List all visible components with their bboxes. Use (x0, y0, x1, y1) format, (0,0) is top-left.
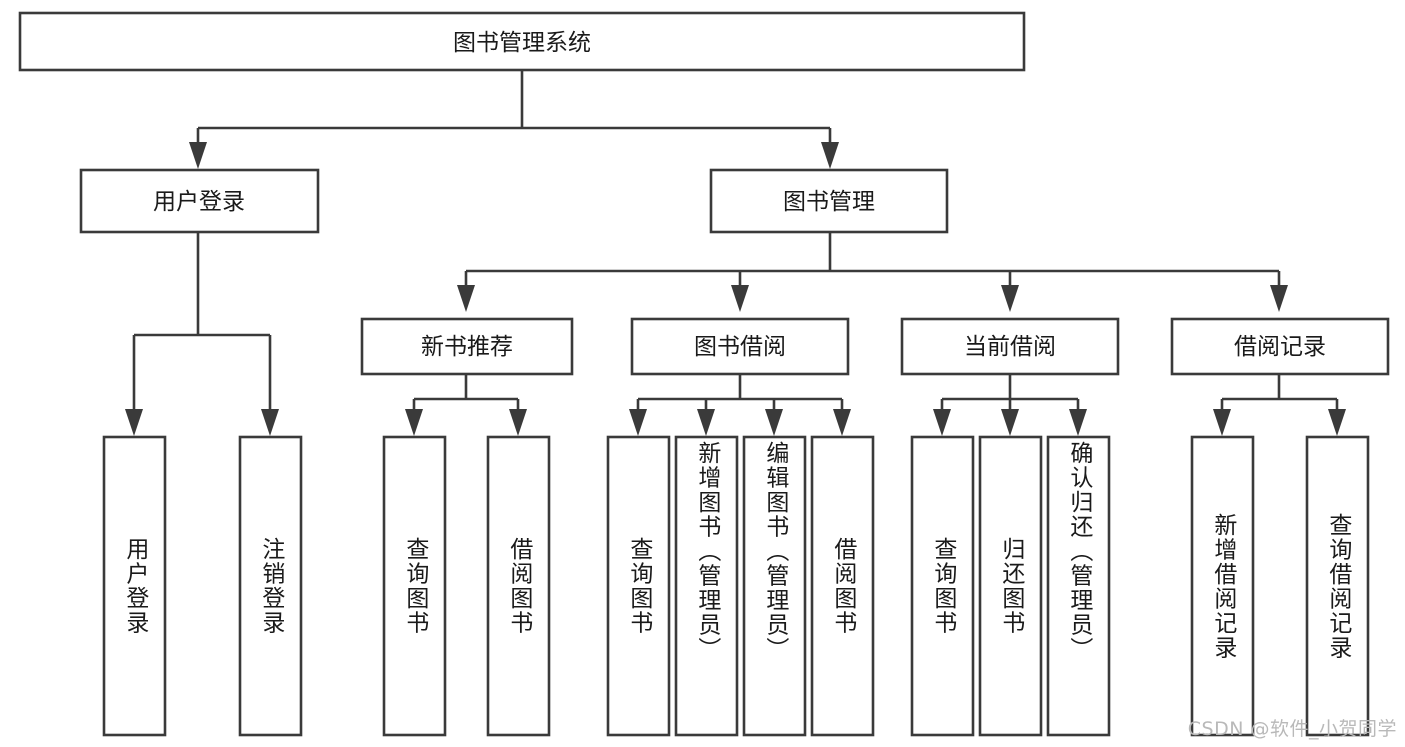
arrow-head-leaf-add-book (697, 409, 715, 436)
arrow-head-leaf-confirm-return (1069, 409, 1087, 436)
node-user-login-box[interactable] (79, 168, 320, 234)
node-root[interactable]: 图书管理系统 (18, 11, 1026, 72)
connector-book-manage-to-level2 (457, 232, 1288, 312)
node-borrow-record-label: 借阅记录 (1234, 334, 1326, 360)
node-leaf-user-login-box[interactable] (102, 435, 167, 737)
node-leaf-add-book-box[interactable] (674, 435, 739, 737)
node-book-borrow-label: 图书借阅 (694, 334, 786, 360)
arrow-head-leaf-query-book-b (629, 409, 647, 436)
node-user-login-label: 用户登录 (153, 189, 245, 215)
node-leaf-borrow-book-a-box[interactable] (486, 435, 551, 737)
node-new-book-rec[interactable]: 新书推荐 (360, 317, 574, 376)
node-leaf-query-book-b-box[interactable] (606, 435, 671, 737)
node-book-manage[interactable]: 图书管理 (709, 168, 949, 234)
node-leaf-return-book-box[interactable] (978, 435, 1043, 737)
node-root-label: 图书管理系统 (453, 30, 591, 56)
node-new-book-rec-label: 新书推荐 (421, 334, 513, 360)
arrow-head-leaf-borrow-book-b (833, 409, 851, 436)
node-leaf-confirm-return-box[interactable] (1046, 435, 1111, 737)
node-borrow-record[interactable]: 借阅记录 (1170, 317, 1390, 376)
node-book-borrow[interactable]: 图书借阅 (630, 317, 850, 376)
node-leaf-add-record-box[interactable] (1190, 435, 1255, 737)
arrow-head-leaf-query-book-a (405, 409, 423, 436)
node-leaf-query-book-a-box[interactable] (382, 435, 447, 737)
connector-root-to-level1 (189, 70, 839, 169)
node-leaf-logout-box[interactable] (238, 435, 303, 737)
node-current-borrow-box[interactable] (900, 317, 1120, 376)
arrow-head-leaf-query-record (1328, 409, 1346, 436)
node-leaf-edit-book-box[interactable] (742, 435, 807, 737)
node-book-manage-label: 图书管理 (783, 189, 875, 215)
arrow-head-leaf-user-login (125, 409, 143, 436)
arrow-head-book-borrow (731, 285, 749, 312)
arrow-head-leaf-edit-book (765, 409, 783, 436)
arrow-head-leaf-logout (261, 409, 279, 436)
node-current-borrow[interactable]: 当前借阅 (900, 317, 1120, 376)
arrow-head-current-borrow (1001, 285, 1019, 312)
connector-user-login-to-leaves (125, 232, 279, 436)
arrow-head-leaf-add-record (1213, 409, 1231, 436)
node-user-login[interactable]: 用户登录 (79, 168, 320, 234)
connector-current-borrow-to-leaves (933, 374, 1087, 436)
node-book-manage-box[interactable] (709, 168, 949, 234)
node-current-borrow-label: 当前借阅 (964, 334, 1056, 360)
node-book-borrow-box[interactable] (630, 317, 850, 376)
node-leaf-query-book-c-box[interactable] (910, 435, 975, 737)
node-borrow-record-box[interactable] (1170, 317, 1390, 376)
arrow-head-leaf-return-book (1001, 409, 1019, 436)
arrow-head-user-login (189, 142, 207, 169)
node-root-box[interactable] (18, 11, 1026, 72)
node-leaf-borrow-book-b-box[interactable] (810, 435, 875, 737)
watermark-text: CSDN @软件_小贺同学 (1187, 718, 1397, 740)
connector-borrow-record-to-leaves (1213, 374, 1346, 436)
arrow-head-borrow-record (1270, 285, 1288, 312)
node-leaf-query-record-box[interactable] (1305, 435, 1370, 737)
arrow-head-book-manage (821, 142, 839, 169)
connector-new-book-rec-to-leaves (405, 374, 527, 436)
arrow-head-leaf-query-book-c (933, 409, 951, 436)
connector-book-borrow-to-leaves (629, 374, 851, 436)
arrow-head-new-book-rec (457, 285, 475, 312)
node-new-book-rec-box[interactable] (360, 317, 574, 376)
arrow-head-leaf-borrow-book-a (509, 409, 527, 436)
